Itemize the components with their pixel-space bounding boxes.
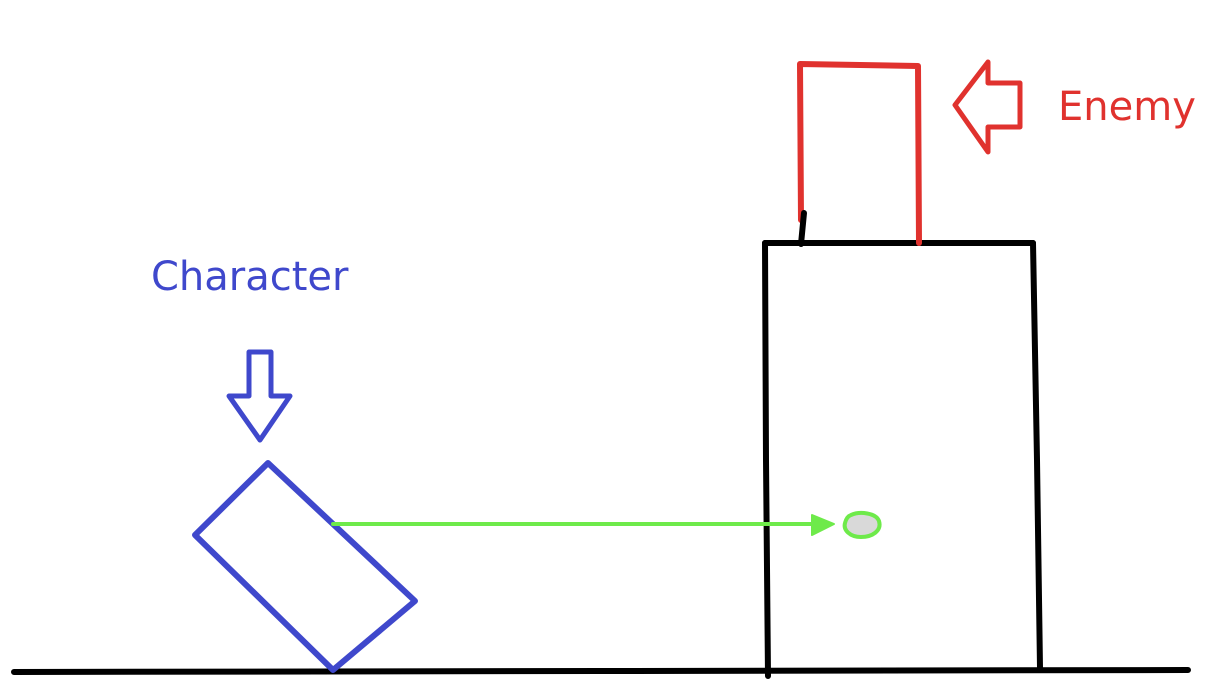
down-arrow-icon — [226, 349, 293, 443]
enemy-label: Enemy — [1058, 84, 1196, 130]
ground-line — [11, 667, 1191, 675]
tower-block — [762, 240, 1043, 679]
target-point — [842, 511, 882, 540]
character-label: Character — [151, 254, 349, 300]
enemy-box — [797, 61, 922, 246]
left-arrow-icon — [952, 59, 1023, 155]
character-box — [192, 460, 418, 673]
ray-arrowhead — [811, 514, 835, 536]
enemy-box-base-stroke — [798, 210, 807, 247]
